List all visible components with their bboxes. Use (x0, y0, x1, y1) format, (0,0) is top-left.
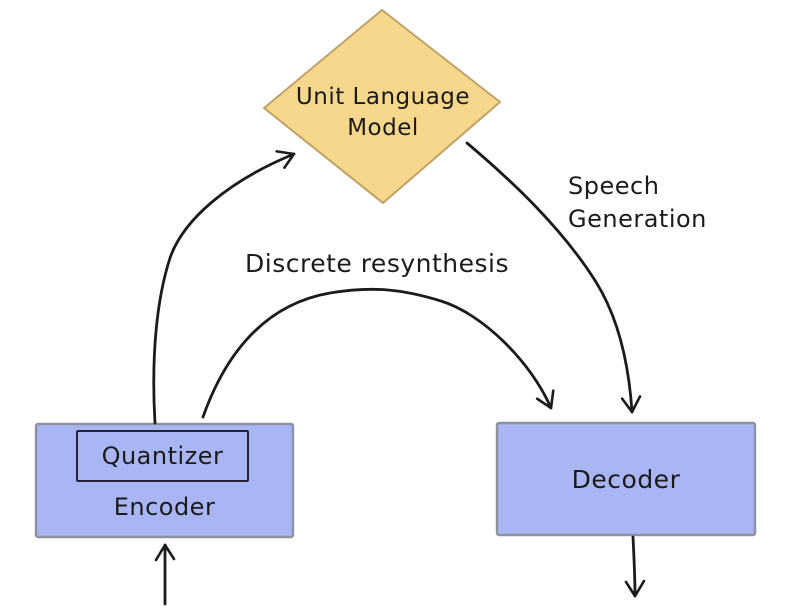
encoder-label: Encoder (113, 493, 216, 521)
encoder-to-decoder-arrow (201, 287, 555, 419)
decoder-label: Decoder (571, 464, 681, 494)
speech-generation-label: Speech Generation (568, 172, 707, 233)
discrete-resynthesis-label: Discrete resynthesis (245, 249, 510, 278)
unit-language-model-node (263, 9, 501, 204)
decoder-node (495, 421, 757, 537)
encoder-to-ulm-arrow (152, 150, 296, 425)
ulm-to-decoder-arrow (465, 141, 642, 414)
arrows-group (152, 141, 646, 606)
unit-language-model-label: Unit Language Model (295, 84, 471, 141)
quantizer-label: Quantizer (101, 442, 224, 470)
decoder-output-arrow (624, 535, 646, 598)
quantizer-node (76, 430, 249, 482)
